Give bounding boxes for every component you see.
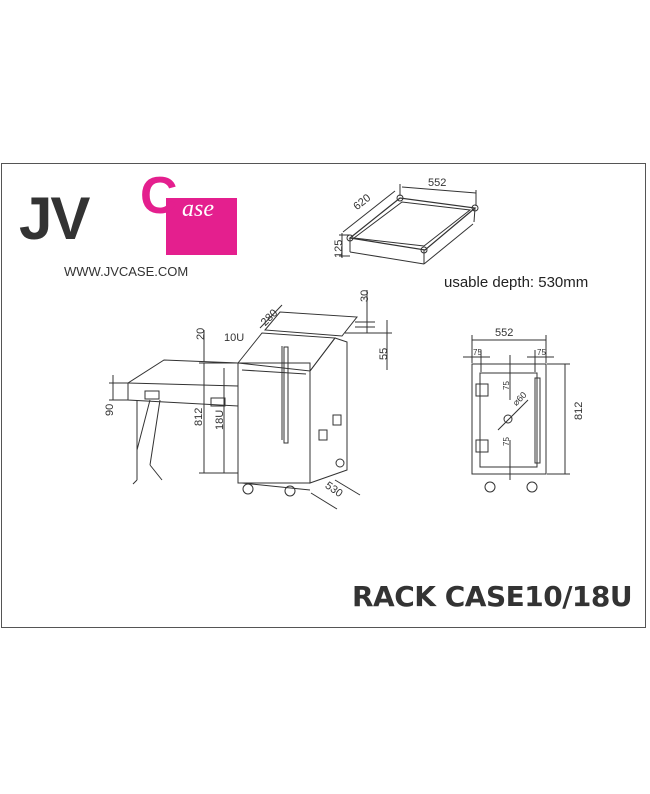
right-margin-dim: 75 (537, 348, 546, 357)
depth-dim: 530 (323, 480, 345, 500)
front-height-dim: 812 (573, 402, 585, 420)
table-thickness-dim: 90 (104, 404, 116, 416)
lid-width-dim: 552 (428, 177, 446, 189)
drawing-frame (1, 163, 646, 628)
logo-pink-box (166, 198, 237, 255)
product-title: RACK CASE10/18U (352, 580, 633, 613)
bottom-units-label: 18U (214, 410, 226, 430)
logo-jv: JV (19, 185, 90, 252)
height-dim: 812 (193, 408, 205, 426)
logo-c-letter: C (140, 167, 178, 225)
lid-drawing: 552 620 125 (333, 177, 479, 265)
left-margin-dim: 75 (473, 348, 482, 357)
lid-offset-dim: 55 (378, 348, 390, 360)
logo-case-text: ase (182, 196, 214, 222)
front-width-dim: 552 (495, 327, 513, 339)
hole-diameter-dim: ⌀60 (511, 390, 529, 408)
rack-front-drawing: 552 75 75 75 75 ⌀60 812 (463, 327, 585, 493)
top-units-label: 10U (224, 332, 244, 344)
logo-url: WWW.JVCASE.COM (64, 264, 189, 279)
lid-thickness-dim: 30 (359, 290, 371, 302)
lower-offset-dim: 75 (502, 437, 511, 446)
usable-depth-note: usable depth: 530mm (444, 274, 589, 291)
lid-depth-dim: 620 (351, 192, 373, 213)
top-gap-dim: 20 (195, 328, 207, 340)
lid-height-dim: 125 (333, 240, 345, 258)
rack-side-drawing: 280 10U 20 30 55 90 812 18U 530 (104, 290, 392, 510)
upper-offset-dim: 75 (502, 381, 511, 390)
